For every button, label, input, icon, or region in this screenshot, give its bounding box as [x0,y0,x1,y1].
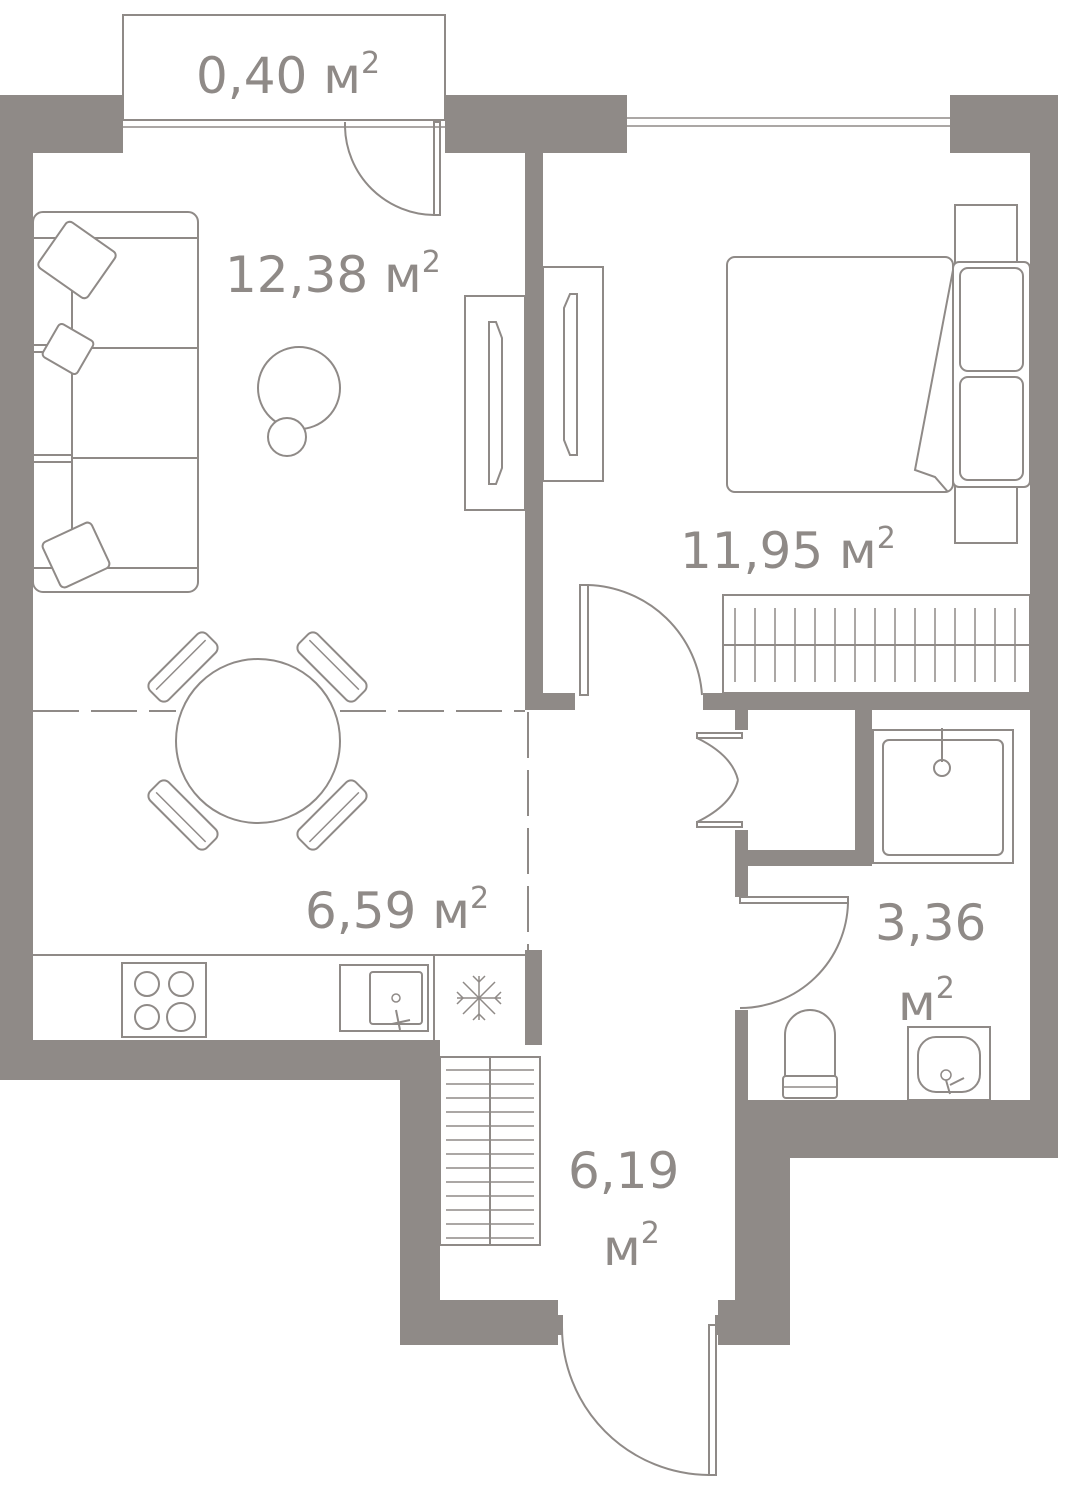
entrance-door-icon[interactable] [555,1315,723,1476]
kitchen-counter [33,954,525,1040]
stove-icon [121,962,207,1038]
walls [0,95,1058,1345]
hallway-area-value: 6,19 [568,1142,679,1200]
bedroom-area-label: 11,95 м2 [680,521,896,580]
kitchen-sink-icon [339,964,429,1032]
living-room-area-label: 12,38 м2 [225,245,441,304]
tv-stand-icon [464,295,526,511]
door-icon[interactable] [579,584,703,696]
shower-icon [872,728,1014,864]
washbasin-icon [907,1026,991,1101]
fridge-icon [456,975,502,1021]
shoe-rack-icon [439,1056,541,1246]
kitchen-area-label: 6,59 м2 [305,881,489,940]
bed-icon [726,204,1031,544]
bathroom-area-value: 3,36 [875,894,986,952]
bathroom-area-unit: м2 [898,971,955,1032]
closet-door-icon[interactable] [696,732,743,828]
toilet-icon [782,1009,838,1099]
wardrobe-icon [722,594,1031,694]
bathroom-door-icon[interactable] [739,896,849,1009]
tv-stand-icon [542,266,604,482]
door-icon[interactable] [344,121,441,216]
balcony [122,14,446,121]
hallway-area-unit: м2 [603,1216,660,1277]
dining-table-icon [147,631,368,851]
balcony-area-label: 0,40 м2 [196,46,380,105]
coffee-table-icon [257,346,341,457]
sofa-icon [32,211,199,593]
